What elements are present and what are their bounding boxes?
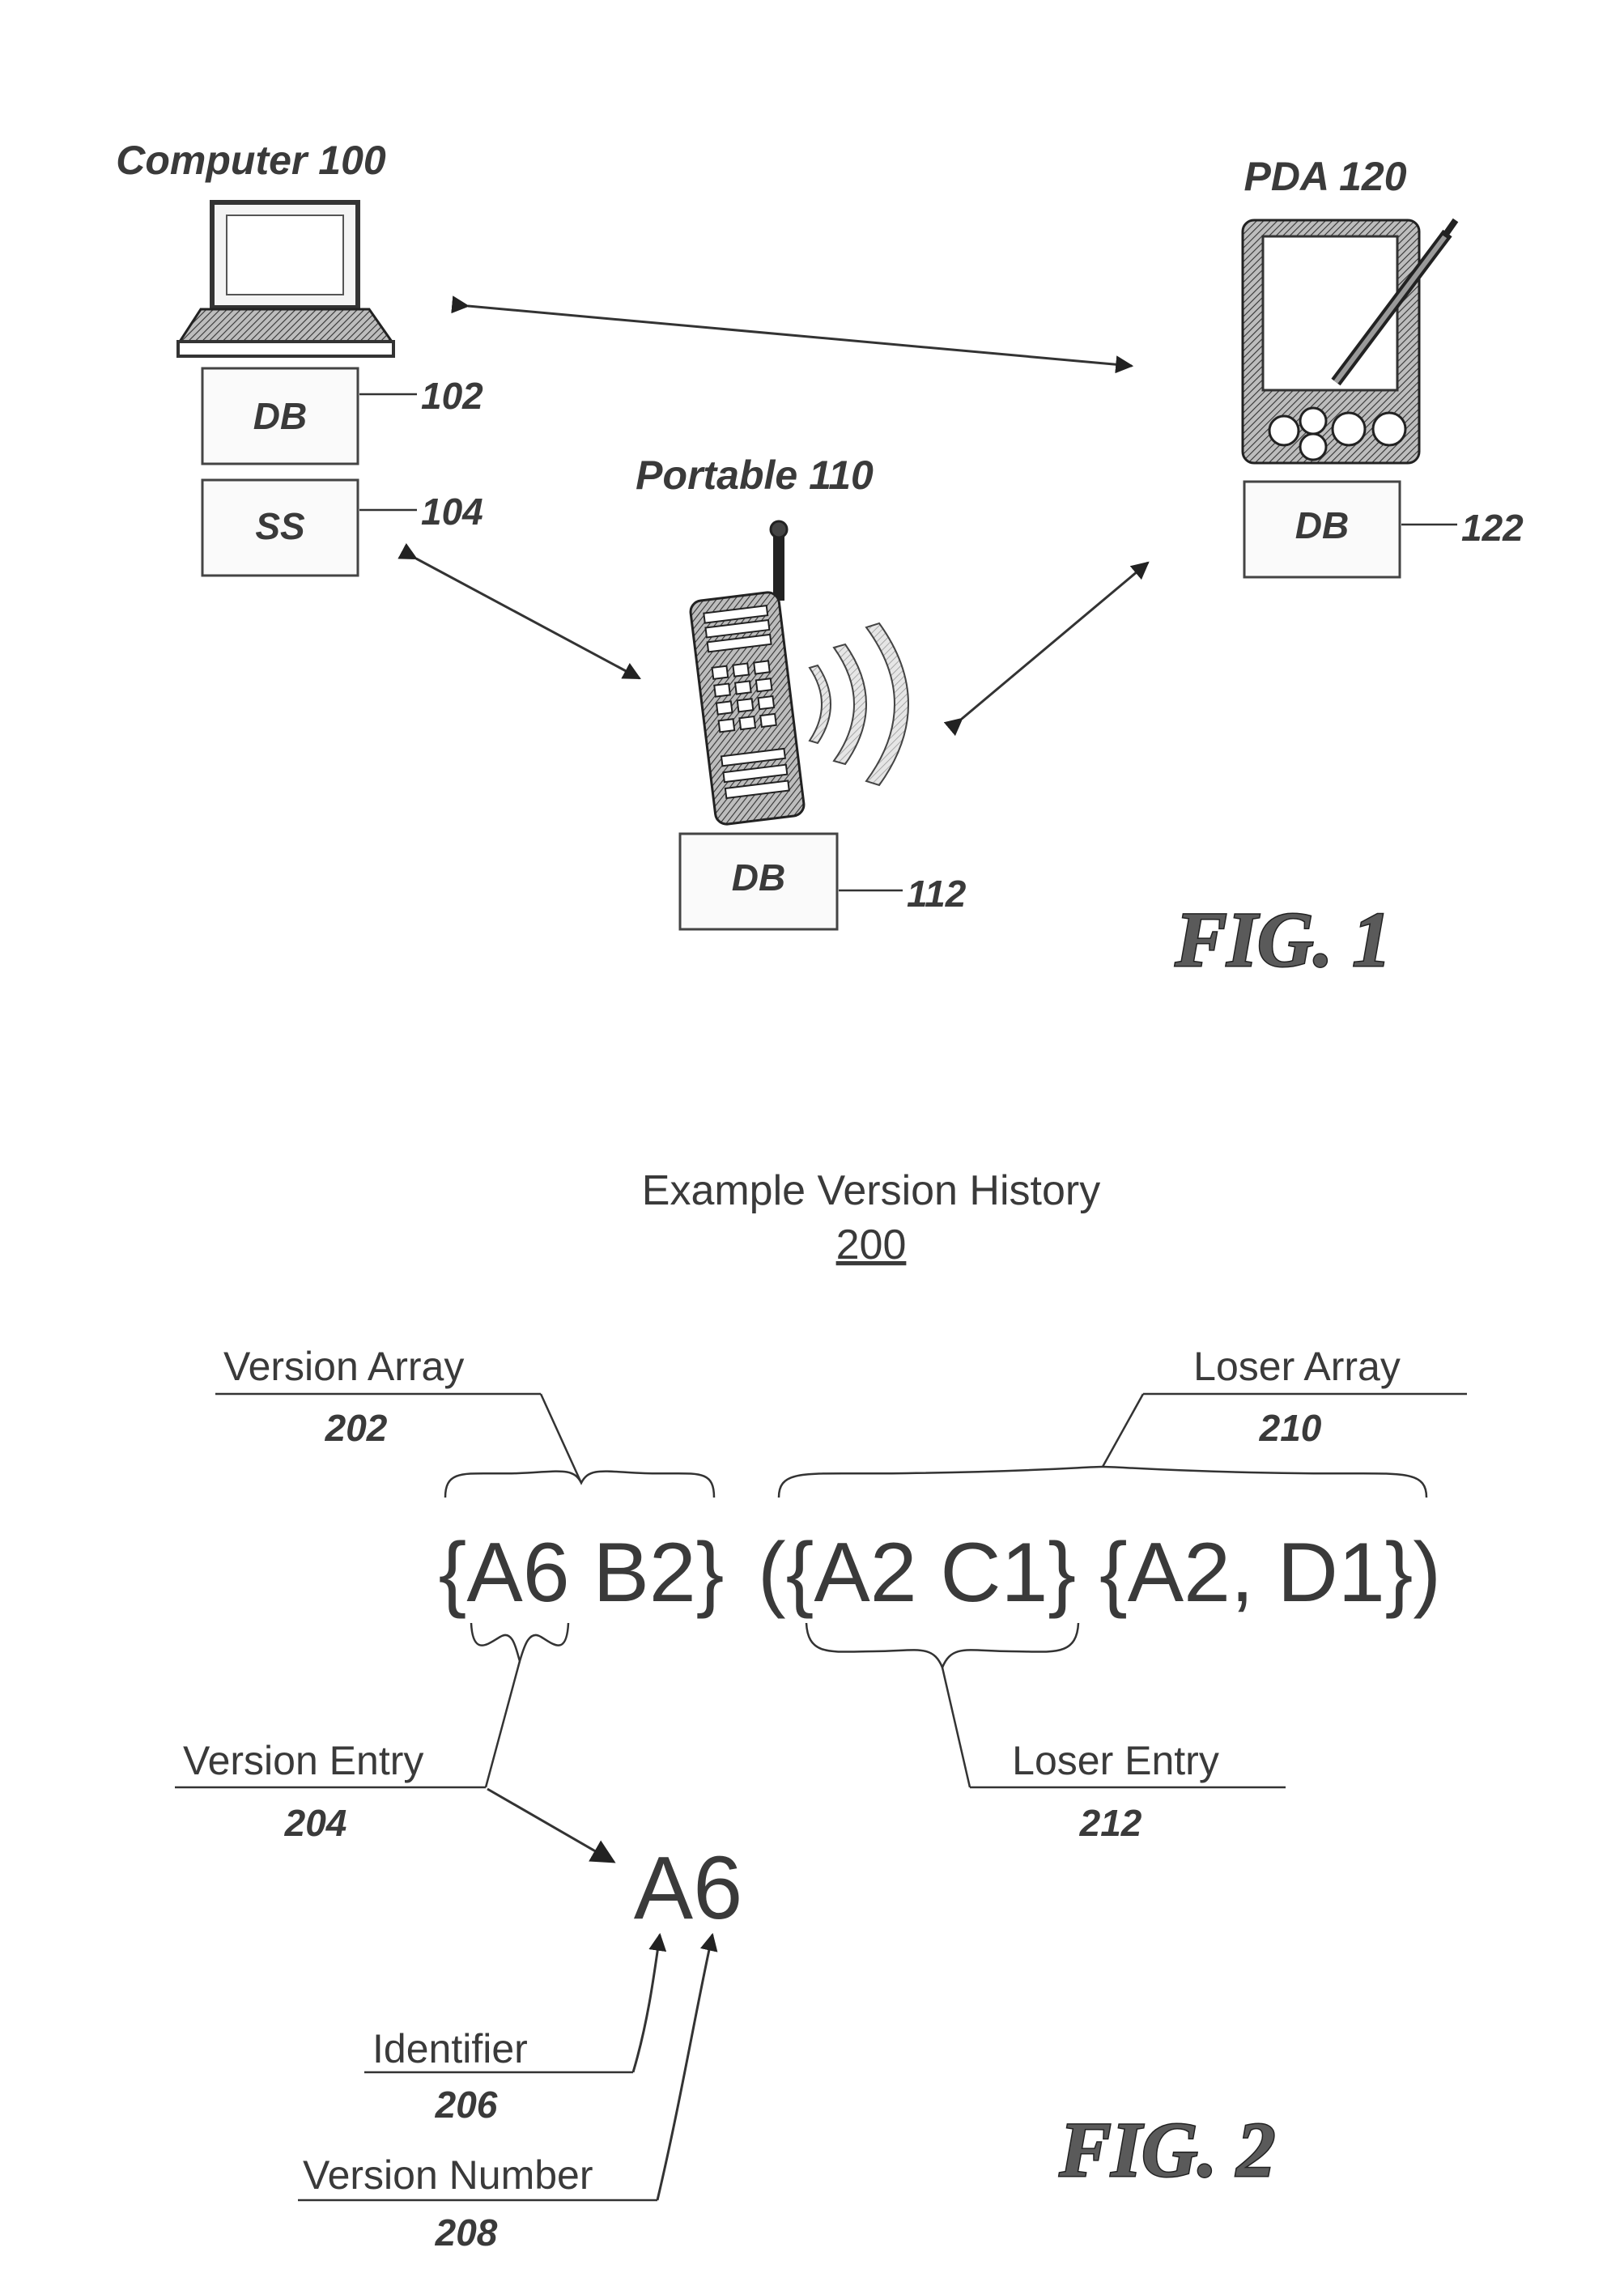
- version-entry-leader: [486, 1661, 520, 1787]
- signal-waves-icon: [810, 623, 908, 785]
- loser-array-brace: [779, 1467, 1426, 1498]
- loser-array-expression: ({A2 C1} {A2, D1}): [758, 1526, 1441, 1620]
- version-entry-ref: 204: [284, 1802, 347, 1844]
- fig2: Example Version History 200 Version Arra…: [175, 1167, 1467, 2254]
- arrow-computer-pda: [468, 306, 1132, 366]
- ref-102: 102: [421, 375, 483, 417]
- ref-104: 104: [421, 491, 483, 533]
- loser-entry-brace: [806, 1623, 1078, 1668]
- pda-icon: [1243, 220, 1456, 463]
- fig1: Computer 100 DB 102 SS 104 PDA 120: [116, 138, 1524, 983]
- version-number-label: Version Number: [303, 2152, 593, 2198]
- ref-122: 122: [1461, 507, 1524, 549]
- portable-db-label: DB: [732, 856, 785, 899]
- laptop-icon: [178, 202, 393, 356]
- computer-ss-label: SS: [255, 505, 305, 547]
- entry-example: A6: [634, 1838, 743, 1938]
- computer-label: Computer 100: [116, 138, 386, 183]
- loser-entry-leader: [942, 1668, 970, 1787]
- version-array-leader: [541, 1394, 581, 1483]
- version-number-arrow: [657, 1935, 712, 2200]
- version-entry-label: Version Entry: [183, 1738, 423, 1783]
- loser-entry-label: Loser Entry: [1012, 1738, 1219, 1783]
- fig1-caption: FIG. 1: [1175, 896, 1392, 983]
- version-entry-arrow: [487, 1789, 614, 1862]
- version-array-ref: 202: [325, 1407, 388, 1449]
- fig2-caption: FIG. 2: [1059, 2106, 1276, 2193]
- identifier-ref: 206: [435, 2084, 498, 2126]
- loser-entry-ref: 212: [1079, 1802, 1142, 1844]
- ref-112: 112: [907, 873, 967, 915]
- version-array-brace: [445, 1472, 714, 1498]
- fig2-title: Example Version History: [642, 1167, 1100, 1214]
- version-number-ref: 208: [435, 2211, 498, 2254]
- portable-label: Portable 110: [636, 452, 874, 498]
- loser-array-leader: [1103, 1394, 1143, 1467]
- computer-db-label: DB: [253, 395, 307, 437]
- version-entry-brace: [471, 1623, 568, 1661]
- identifier-label: Identifier: [372, 2026, 528, 2071]
- loser-array-label: Loser Array: [1193, 1344, 1401, 1389]
- arrow-portable-pda: [962, 563, 1148, 719]
- pda-label: PDA 120: [1244, 154, 1406, 199]
- arrow-computer-portable: [416, 559, 640, 678]
- version-array-label: Version Array: [223, 1344, 464, 1389]
- fig2-title-ref: 200: [836, 1221, 907, 1268]
- loser-array-ref: 210: [1259, 1407, 1322, 1449]
- identifier-arrow: [633, 1935, 660, 2072]
- version-array-expression: {A6 B2}: [439, 1526, 725, 1620]
- pda-db-label: DB: [1295, 504, 1349, 546]
- mobile-phone-icon: [689, 521, 805, 826]
